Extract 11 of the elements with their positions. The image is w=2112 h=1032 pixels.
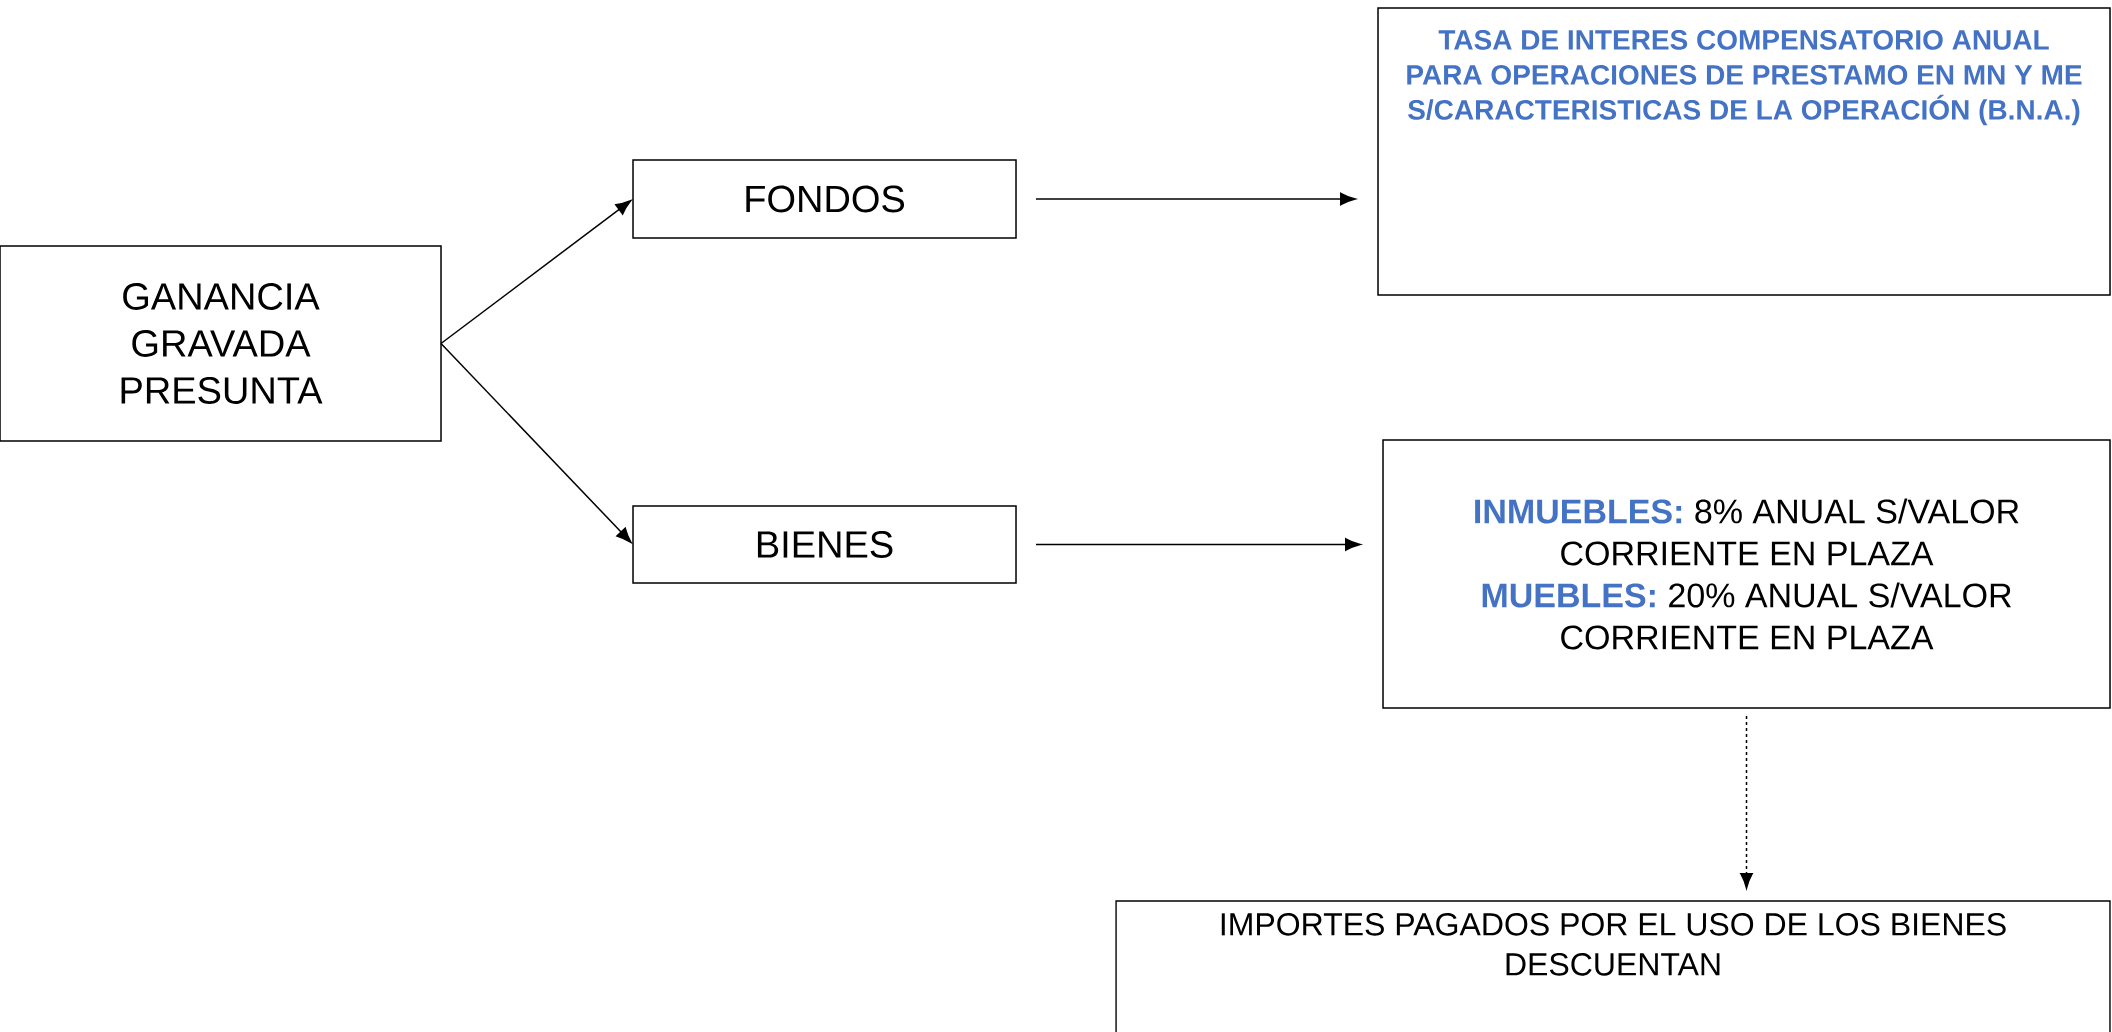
arrow xyxy=(1035,538,1361,551)
process-box: GANANCIA GRAVADA PRESUNTA xyxy=(0,245,442,442)
arrow xyxy=(1740,715,1753,889)
arrow xyxy=(1035,192,1356,206)
info-box: INMUEBLES: 8% ANUAL S/VALOR CORRIENTE EN PLAZA MUEBLES: 20% ANUAL S/VALOR CORRIENTE EN PLAZA xyxy=(1382,439,2111,709)
arrow xyxy=(440,200,632,345)
info-box: TASA DE INTERES COMPENSATORIO ANUAL PARA OPERACIONES DE PRESTAMO EN MN Y ME S/CARACTERISTICAS DE LA OPERACIÓN (B.N.A.) xyxy=(1377,7,2111,296)
process-box: BIENES xyxy=(632,505,1017,584)
info-box: IMPORTES PAGADOS POR EL USO DE LOS BIENES DESCUENTAN xyxy=(1115,900,2111,1032)
arrow xyxy=(440,342,632,544)
process-box: FONDOS xyxy=(632,159,1017,239)
